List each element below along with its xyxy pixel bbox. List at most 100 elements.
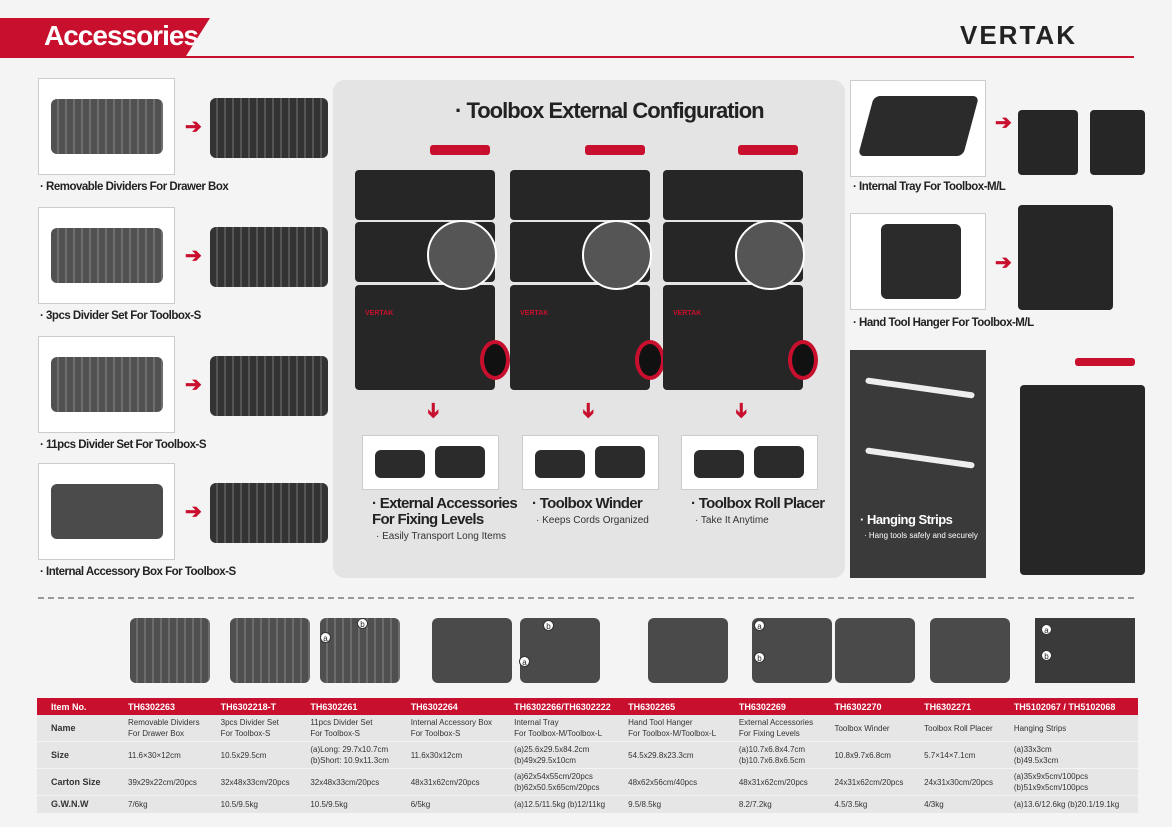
- toolbox-top-box: [355, 170, 495, 220]
- toolbox-brand-label: VERTAK: [365, 310, 394, 317]
- table-cell: Carton Size: [37, 768, 122, 796]
- arrow-down-icon: ➔: [576, 402, 599, 419]
- variant-marker: a: [754, 620, 765, 631]
- table-cell: 11pcs Divider Set For Toolbox-S: [304, 715, 405, 742]
- variant-marker: a: [519, 656, 530, 667]
- table-cell: 54.5x29.8x23.3cm: [622, 741, 733, 769]
- config-title: · Toolbox External Configuration: [455, 98, 765, 123]
- toolbox-brand-label: VERTAK: [520, 310, 549, 317]
- internal-tray-caption: · Internal Tray For Toolbox-M/L: [853, 181, 1006, 193]
- product-thumbnail: [930, 618, 1010, 683]
- variant-marker: b: [1041, 650, 1052, 661]
- toolbox-with-hanger-image: [1018, 205, 1113, 310]
- detail-zoom-circle: [582, 220, 652, 290]
- feature-title: · Toolbox Winder: [532, 495, 643, 512]
- toolbox-handle: [585, 145, 645, 155]
- table-header-cell: TH6302270: [828, 698, 919, 715]
- table-header-cell: Item No.: [37, 698, 122, 715]
- table-header-cell: TH6302271: [918, 698, 1008, 715]
- table-cell: 5.7×14×7.1cm: [918, 741, 1008, 769]
- detail-zoom-circle: [427, 220, 497, 290]
- accessory-image: [38, 463, 175, 560]
- table-cell: 32x48x33cm/20pcs: [304, 768, 405, 796]
- product-thumbnail: [230, 618, 310, 683]
- divider-icon: [51, 228, 163, 283]
- table-cell: 3pcs Divider Set For Toolbox-S: [214, 715, 305, 742]
- toolbox-bottom-box: [355, 285, 495, 390]
- accessory-part: [754, 446, 804, 478]
- table-cell: 11.6×30×12cm: [122, 741, 215, 769]
- toolbox-brand-label: VERTAK: [673, 310, 702, 317]
- table-cell: 10.5/9.5kg: [214, 795, 305, 814]
- feature-subtitle: · Take It Anytime: [695, 515, 769, 526]
- variant-marker: b: [754, 652, 765, 663]
- hand-tool-hanger-image: [850, 213, 986, 310]
- product-thumbnail: [130, 618, 210, 683]
- table-header-cell: TH6302261: [304, 698, 405, 715]
- brand-logo: VERTAK: [960, 20, 1077, 50]
- toolbox-insert-image: [210, 356, 328, 416]
- product-thumbnail: [752, 618, 832, 683]
- variant-marker: b: [357, 618, 368, 629]
- toolbox-bottom-box: [510, 285, 650, 390]
- table-header-cell: TH6302265: [622, 698, 733, 715]
- table-cell: 10.5x29.5cm: [214, 741, 305, 769]
- stacked-toolbox-image: [1020, 385, 1145, 575]
- table-cell: Size: [37, 741, 122, 769]
- accessory-image: [38, 207, 175, 304]
- table-cell: (a)13.6/12.6kg (b)20.1/19.1kg: [1007, 795, 1138, 814]
- table-cell: Toolbox Roll Placer: [918, 715, 1008, 742]
- arrow-icon: ➔: [185, 116, 202, 138]
- table-header-cell: TH6302266/TH6302222: [508, 698, 623, 715]
- toolbox-with-tray-image: [1090, 110, 1145, 175]
- detail-zoom-circle: [735, 220, 805, 290]
- table-cell: (a)33x3cm (b)49.5x3cm: [1007, 741, 1138, 769]
- hanging-strips-panel: · Hanging Strips · Hang tools safely and…: [850, 350, 986, 578]
- internal-tray-image: [850, 80, 986, 177]
- table-cell: 24x31x30cm/20pcs: [918, 768, 1008, 796]
- table-cell: 7/6kg: [122, 795, 215, 814]
- table-cell: Name: [37, 715, 122, 742]
- arrow-icon: ➔: [185, 501, 202, 523]
- table-cell: 9.5/8.5kg: [622, 795, 733, 814]
- divider-icon: [51, 99, 163, 154]
- feature-image: [681, 435, 818, 490]
- variant-marker: a: [320, 632, 331, 643]
- variant-marker: a: [1041, 624, 1052, 635]
- toolbox-insert-image: [210, 227, 328, 287]
- product-thumbnail: [835, 618, 915, 683]
- table-cell: Hand Tool Hanger For Toolbox-M/Toolbox-L: [622, 715, 733, 742]
- table-cell: 10.5/9.5kg: [304, 795, 405, 814]
- table-cell: Removable Dividers For Drawer Box: [122, 715, 215, 742]
- table-cell: 24x31x62cm/20pcs: [828, 768, 919, 796]
- table-cell: (a)25.6x29.5x84.2cm (b)49x29.5x10cm: [508, 741, 623, 769]
- table-header-cell: TH6302263: [122, 698, 215, 715]
- product-thumbnail: [320, 618, 400, 683]
- variant-marker: b: [543, 620, 554, 631]
- table-cell: (a)12.5/11.5kg (b)12/11kg: [508, 795, 623, 814]
- table-cell: 6/5kg: [404, 795, 509, 814]
- product-thumbnail: [648, 618, 728, 683]
- feature-image: [522, 435, 659, 490]
- accessory-part: [435, 446, 485, 478]
- hand-tool-hanger-caption: · Hand Tool Hanger For Toolbox-M/L: [853, 317, 1034, 329]
- table-header-cell: TH6302269: [732, 698, 829, 715]
- toolbox-bottom-box: [663, 285, 803, 390]
- table-cell: 4.5/3.5kg: [828, 795, 919, 814]
- product-thumbnail: [432, 618, 512, 683]
- toolbox-top-box: [510, 170, 650, 220]
- table-header-cell: TH5102067 / TH5102068: [1007, 698, 1138, 715]
- toolbox-handle: [430, 145, 490, 155]
- table-cell: 39x29x22cm/20pcs: [122, 768, 215, 796]
- arrow-down-icon: ➔: [729, 402, 752, 419]
- toolbox-top-box: [663, 170, 803, 220]
- table-cell: Internal Tray For Toolbox-M/Toolbox-L: [508, 715, 623, 742]
- product-thumbnail: [520, 618, 600, 683]
- arrow-icon: ➔: [185, 374, 202, 396]
- table-cell: 32x48x33cm/20pcs: [214, 768, 305, 796]
- accessory-caption: · 3pcs Divider Set For Toolbox-S: [40, 310, 201, 322]
- table-cell: (a)62x54x55cm/20pcs (b)62x50.5x65cm/20pc…: [508, 768, 623, 796]
